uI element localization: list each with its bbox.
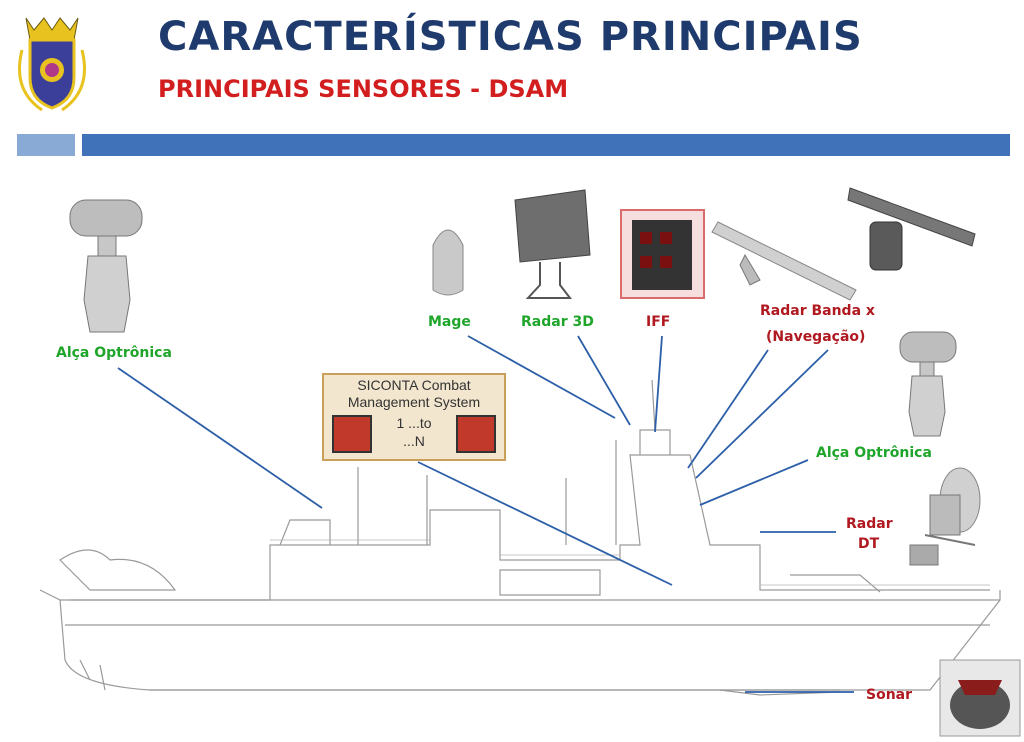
console-screen-icon-left: [332, 415, 372, 453]
radar-3d-icon: [514, 189, 591, 299]
label-sonar: Sonar: [866, 687, 913, 703]
siconta-callout: SICONTA Combat Management System 1 ...to…: [322, 373, 506, 461]
label-navegacao: (Navegação): [766, 329, 866, 345]
leader-lines: [117, 335, 854, 693]
header-accent-bar-small: [17, 134, 75, 156]
mage-antenna-icon: [432, 229, 464, 296]
page-subtitle: PRINCIPAIS SENSORES - DSAM: [158, 75, 569, 103]
label-radar-dt-line1: Radar: [846, 516, 893, 532]
label-mage: Mage: [428, 314, 471, 330]
label-iff: IFF: [646, 314, 671, 330]
siconta-line3: 1 ...to: [396, 415, 432, 431]
label-radar-banda-x: Radar Banda x: [760, 303, 875, 319]
console-screen-icon-right: [456, 415, 496, 453]
siconta-line2: Management System: [347, 394, 481, 410]
page-title: CARACTERÍSTICAS PRINCIPAIS: [158, 14, 863, 60]
optronic-director-icon-right: [899, 331, 957, 437]
label-alca-optronica-right: Alça Optrônica: [816, 445, 932, 461]
header-accent-bar: [82, 134, 1010, 156]
siconta-line1: SICONTA Combat: [357, 377, 471, 393]
label-alca-optronica-left: Alça Optrônica: [56, 345, 172, 361]
iff-unit-icon: [620, 209, 705, 299]
label-radar-3d: Radar 3D: [521, 314, 594, 330]
ship-outline: [39, 379, 1001, 696]
optronic-director-icon: [69, 199, 143, 333]
nav-radar-icon: [711, 187, 976, 301]
label-radar-dt-line2: DT: [858, 536, 880, 552]
sonar-icon: [939, 659, 1021, 737]
siconta-line4: ...N: [403, 433, 425, 449]
dt-radar-icon: [909, 467, 981, 566]
